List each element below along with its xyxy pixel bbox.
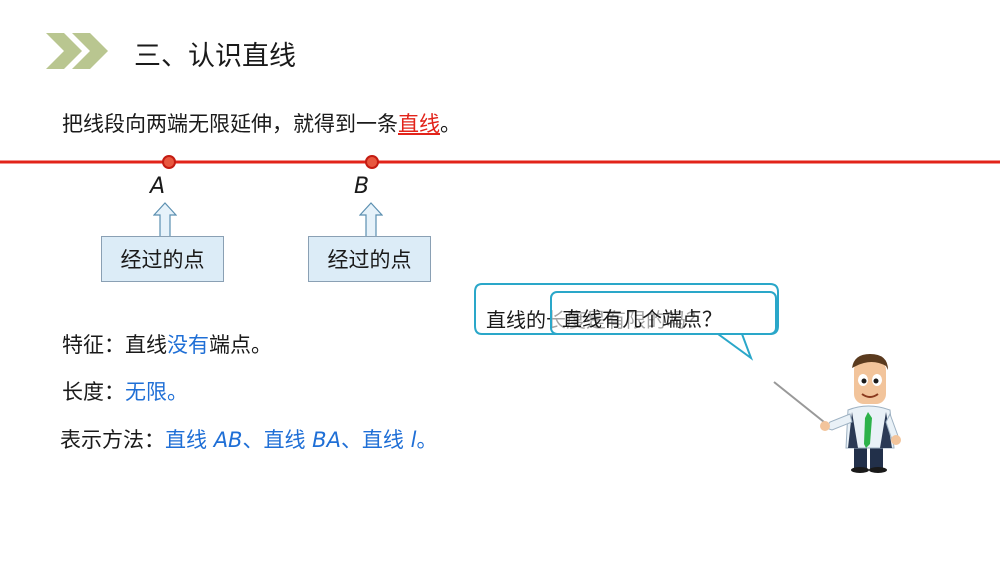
length-label: 长度： [62,380,125,404]
feature-end: 端点。 [209,333,272,357]
point-b [365,155,379,169]
length-row: 长度：无限。 [62,376,188,406]
feature-row: 特征：直线没有端点。 [62,329,272,359]
length-value: 无限。 [125,380,188,404]
teacher-character [773,354,901,473]
straight-line-diagram [0,155,1000,169]
passing-point-box-a: 经过的点 [101,236,224,282]
bubble-front-text: 直线有几个端点？ [562,307,722,331]
page-title: 三、认识直线 [134,41,296,72]
feature-label: 特征：直线 [62,333,167,357]
point-label-b: B [354,174,370,199]
passing-point-box-b: 经过的点 [308,236,431,282]
feature-value: 没有 [167,333,209,357]
up-arrow-icon [153,202,177,238]
notation-label: 表示方法： [60,428,165,452]
speech-bubble-front [550,291,777,335]
intro-text: 把线段向两端无限延伸，就得到一条 [62,112,398,136]
chevron-arrows-icon [46,33,108,69]
notation-row: 表示方法：直线 AB、直线 BA、直线 l。 [60,424,437,454]
notation-values: 直线 AB、直线 BA、直线 l。 [165,428,438,452]
point-label-a: A [150,174,166,199]
intro-highlight: 直线 [398,112,440,136]
point-a [162,155,176,169]
up-arrow-icon [359,202,383,238]
intro-end: 。 [440,112,461,136]
intro-sentence: 把线段向两端无限延伸，就得到一条直线。 [62,108,461,138]
